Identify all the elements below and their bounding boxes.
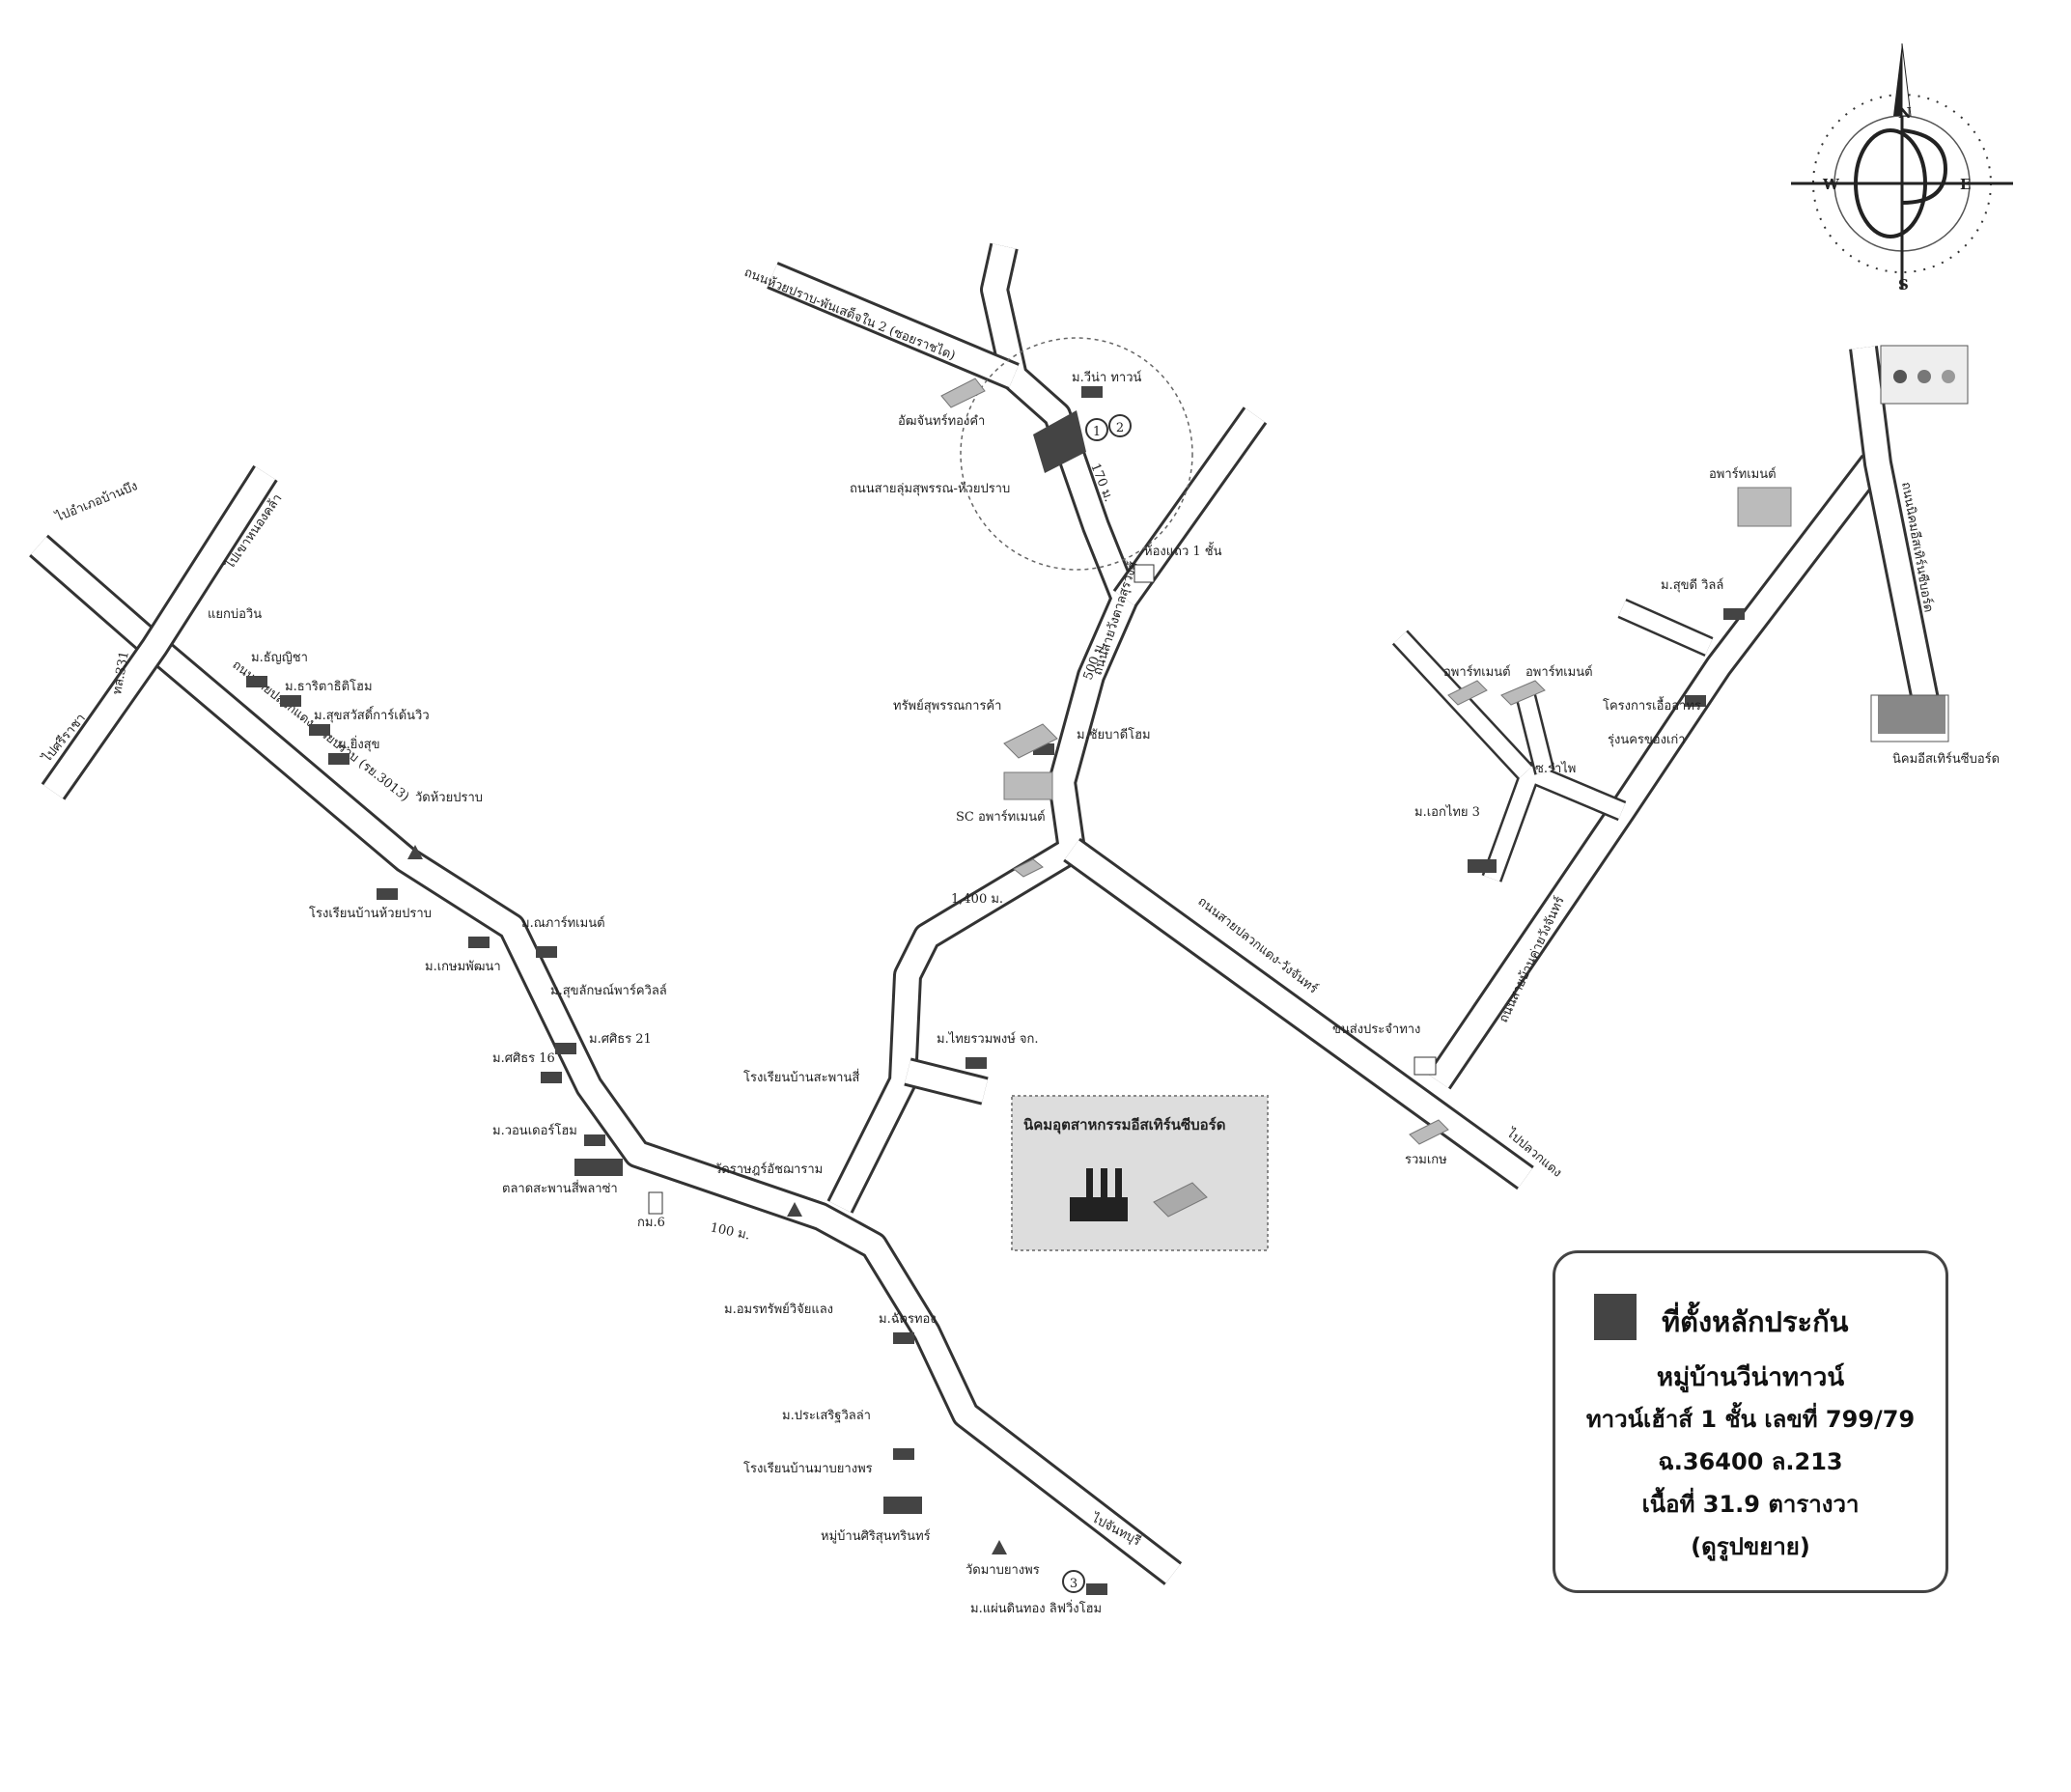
label-school-huai-prap: โรงเรียนบ้านห้วยปราบ (309, 906, 432, 921)
marker-2: 2 (1108, 414, 1132, 437)
distance-100m: 100 ม. (709, 1220, 751, 1243)
legend-deed: ฉ.36400 ล.213 (1658, 1448, 1843, 1475)
legend-village: หมู่บ้านวีน่าทาวน์ (1656, 1363, 1845, 1392)
subject-property-marker (1033, 410, 1086, 473)
label-m-suksawat: ม.สุขสวัสดิ์การ์เด้นวิว (314, 706, 430, 723)
label-ruamkan: รวมเกษ (1405, 1153, 1447, 1167)
label-sc-apartment: SC อพาร์ทเมนต์ (956, 809, 1046, 825)
estate-right-box (1870, 694, 1949, 742)
direction-ban-bueng: ไปอำเภอบ้านบึง (53, 478, 140, 525)
label-gas-station: กม.6 (637, 1216, 665, 1230)
label-project-eua: โครงการเอื้ออาทร (1603, 696, 1701, 714)
label-m-ammarin: ม.อมรทรัพย์วิจัยแลง (724, 1302, 833, 1317)
svg-text:N: N (1898, 104, 1912, 122)
label-chaibadi-home: ม.ชัยบาดีโฮม (1077, 727, 1151, 742)
label-m-phaendin: ม.แผ่นดินทอง ลิฟวิ่งโฮม (970, 1600, 1102, 1616)
label-village-siri: หมู่บ้านศิริสุนทรินทร์ (821, 1528, 931, 1544)
label-wat-huai-prap: วัดห้วยปราบ (415, 791, 483, 805)
label-m-ying-suk: ม.ยิ่งสุข (338, 736, 380, 752)
legend-area: เนื้อที่ 31.9 ตารางวา (1641, 1491, 1860, 1518)
label-estate-right: นิคมอีสเทิร์นซีบอร์ด (1892, 751, 2000, 767)
label-m-siri16: ม.ศศิธร 16 (492, 1051, 555, 1066)
legend-house: ทาวน์เฮ้าส์ 1 ชั้น เลขที่ 799/79 (1585, 1406, 1916, 1433)
factory-icon (1070, 1168, 1128, 1221)
label-apartment-b: อพาร์ทเมนต์ (1525, 664, 1593, 680)
label-sup-suwan: ทรัพย์สุพรรณการค้า (893, 698, 1001, 714)
label-apartment-a: อพาร์ทเมนต์ (1443, 664, 1511, 680)
label-vina-town: ม.วีน่า ทาวน์ (1072, 370, 1142, 385)
industrial-estate-label: นิคมอุตสาหกรรมอีสเทิร์นซีบอร์ด (1023, 1116, 1225, 1134)
legend-title: ที่ตั้งหลักประกัน (1662, 1305, 1849, 1338)
subject-radius-circle (960, 337, 1193, 571)
label-m-kasem: ม.เกษมพัฒนา (425, 960, 501, 974)
label-nong-bua: แยกบ่อวิน (208, 607, 262, 622)
label-warehouse-top: อัฒจันทร์ทองคำ (898, 413, 985, 429)
svg-text:W: W (1822, 176, 1840, 193)
warehouse-icons (940, 378, 1792, 1145)
label-m-sukdee: ม.สุขดี วิลล์ (1661, 577, 1723, 593)
label-m-prasert: ม.ประเสริฐวิลล่า (782, 1409, 871, 1423)
label-m-thai: ม.ไทยรวมพงษ์ จก. (937, 1031, 1039, 1047)
label-bus-stop: ขนส่งประจำทาง (1332, 1022, 1420, 1037)
warehouse-icon (1153, 1182, 1208, 1218)
shophouse-icon (1133, 564, 1155, 583)
gas-station-icon (648, 1191, 663, 1215)
label-m-apartment-l: ม.ณภาร์ทเมนต์ (521, 915, 605, 931)
label-m-winner: ม.วอนเดอร์โฮม (492, 1123, 577, 1138)
place-labels: ม.วีน่า ทาวน์ อัฒจันทร์ทองคำ ห้องแถว 1 ช… (208, 370, 2000, 1616)
label-shophouse: ห้องแถว 1 ชั้น (1144, 542, 1222, 559)
legend-see-enlarged: (ดูรูปขยาย) (1691, 1533, 1810, 1560)
road-label-center: ถนนสายลุ่มสุพรรณ-ห้วยปราบ (850, 482, 1010, 496)
marker-1: 1 (1085, 418, 1108, 441)
road-label-soi-ramphai: ซ.รำไพ (1535, 761, 1576, 776)
svg-text:S: S (1898, 276, 1909, 294)
distance-1400m: 1,400 ม. (951, 892, 1003, 907)
bus-stop-icon (1413, 1056, 1437, 1076)
label-m-sukhonthiphan: ม.สุขลักษณ์พาร์ควิลล์ (550, 983, 667, 998)
label-m-thanya: ม.ธัญญิชา (251, 651, 308, 665)
top-right-icon-box (1880, 345, 1969, 405)
label-m-siri21: ม.ศศิธร 21 (589, 1032, 652, 1047)
label-m-chatthong: ม.ฉัตรทอง (879, 1312, 937, 1327)
label-m-ekthai: ม.เอกไทย 3 (1414, 804, 1480, 820)
marker-3: 3 (1062, 1570, 1085, 1593)
label-wat-rat: วัดราษฎร์อัชฌาราม (714, 1162, 823, 1177)
legend-box: ที่ตั้งหลักประกัน หมู่บ้านวีน่าทาวน์ ทาว… (1553, 1250, 1948, 1593)
svg-text:2: 2 (1116, 421, 1124, 435)
industrial-estate-box: นิคมอุตสาหกรรมอีสเทิร์นซีบอร์ด (1011, 1095, 1269, 1251)
label-m-thitithiti: ม.ธาริตาธิติโฮม (285, 679, 373, 694)
label-wat-mab: วัดมาบยางพร (966, 1563, 1040, 1578)
road-network (29, 242, 1941, 1585)
label-rung-nakhon: รุ่งนครของเก่า (1608, 733, 1686, 747)
temple-icons (407, 845, 1007, 1554)
compass-rose-icon: N S E W (1791, 42, 2013, 294)
svg-text:E: E (1960, 176, 1971, 193)
svg-text:1: 1 (1093, 425, 1101, 439)
legend-swatch (1594, 1294, 1637, 1340)
label-market: ตลาดสะพานสี่พลาซ่า (502, 1180, 618, 1196)
place-icons (246, 386, 1945, 1595)
label-apartment-r: อพาร์ทเมนต์ (1709, 466, 1777, 482)
label-school-mab: โรงเรียนบ้านมาบยางพร (743, 1461, 873, 1476)
svg-text:3: 3 (1070, 1577, 1077, 1591)
label-school-saphan: โรงเรียนบ้านสะพานสี่ (743, 1069, 859, 1085)
road-label-top: ถนนห้วยปราบ-พันเสด็จใน 2 (ซอยราชได) (742, 263, 959, 364)
